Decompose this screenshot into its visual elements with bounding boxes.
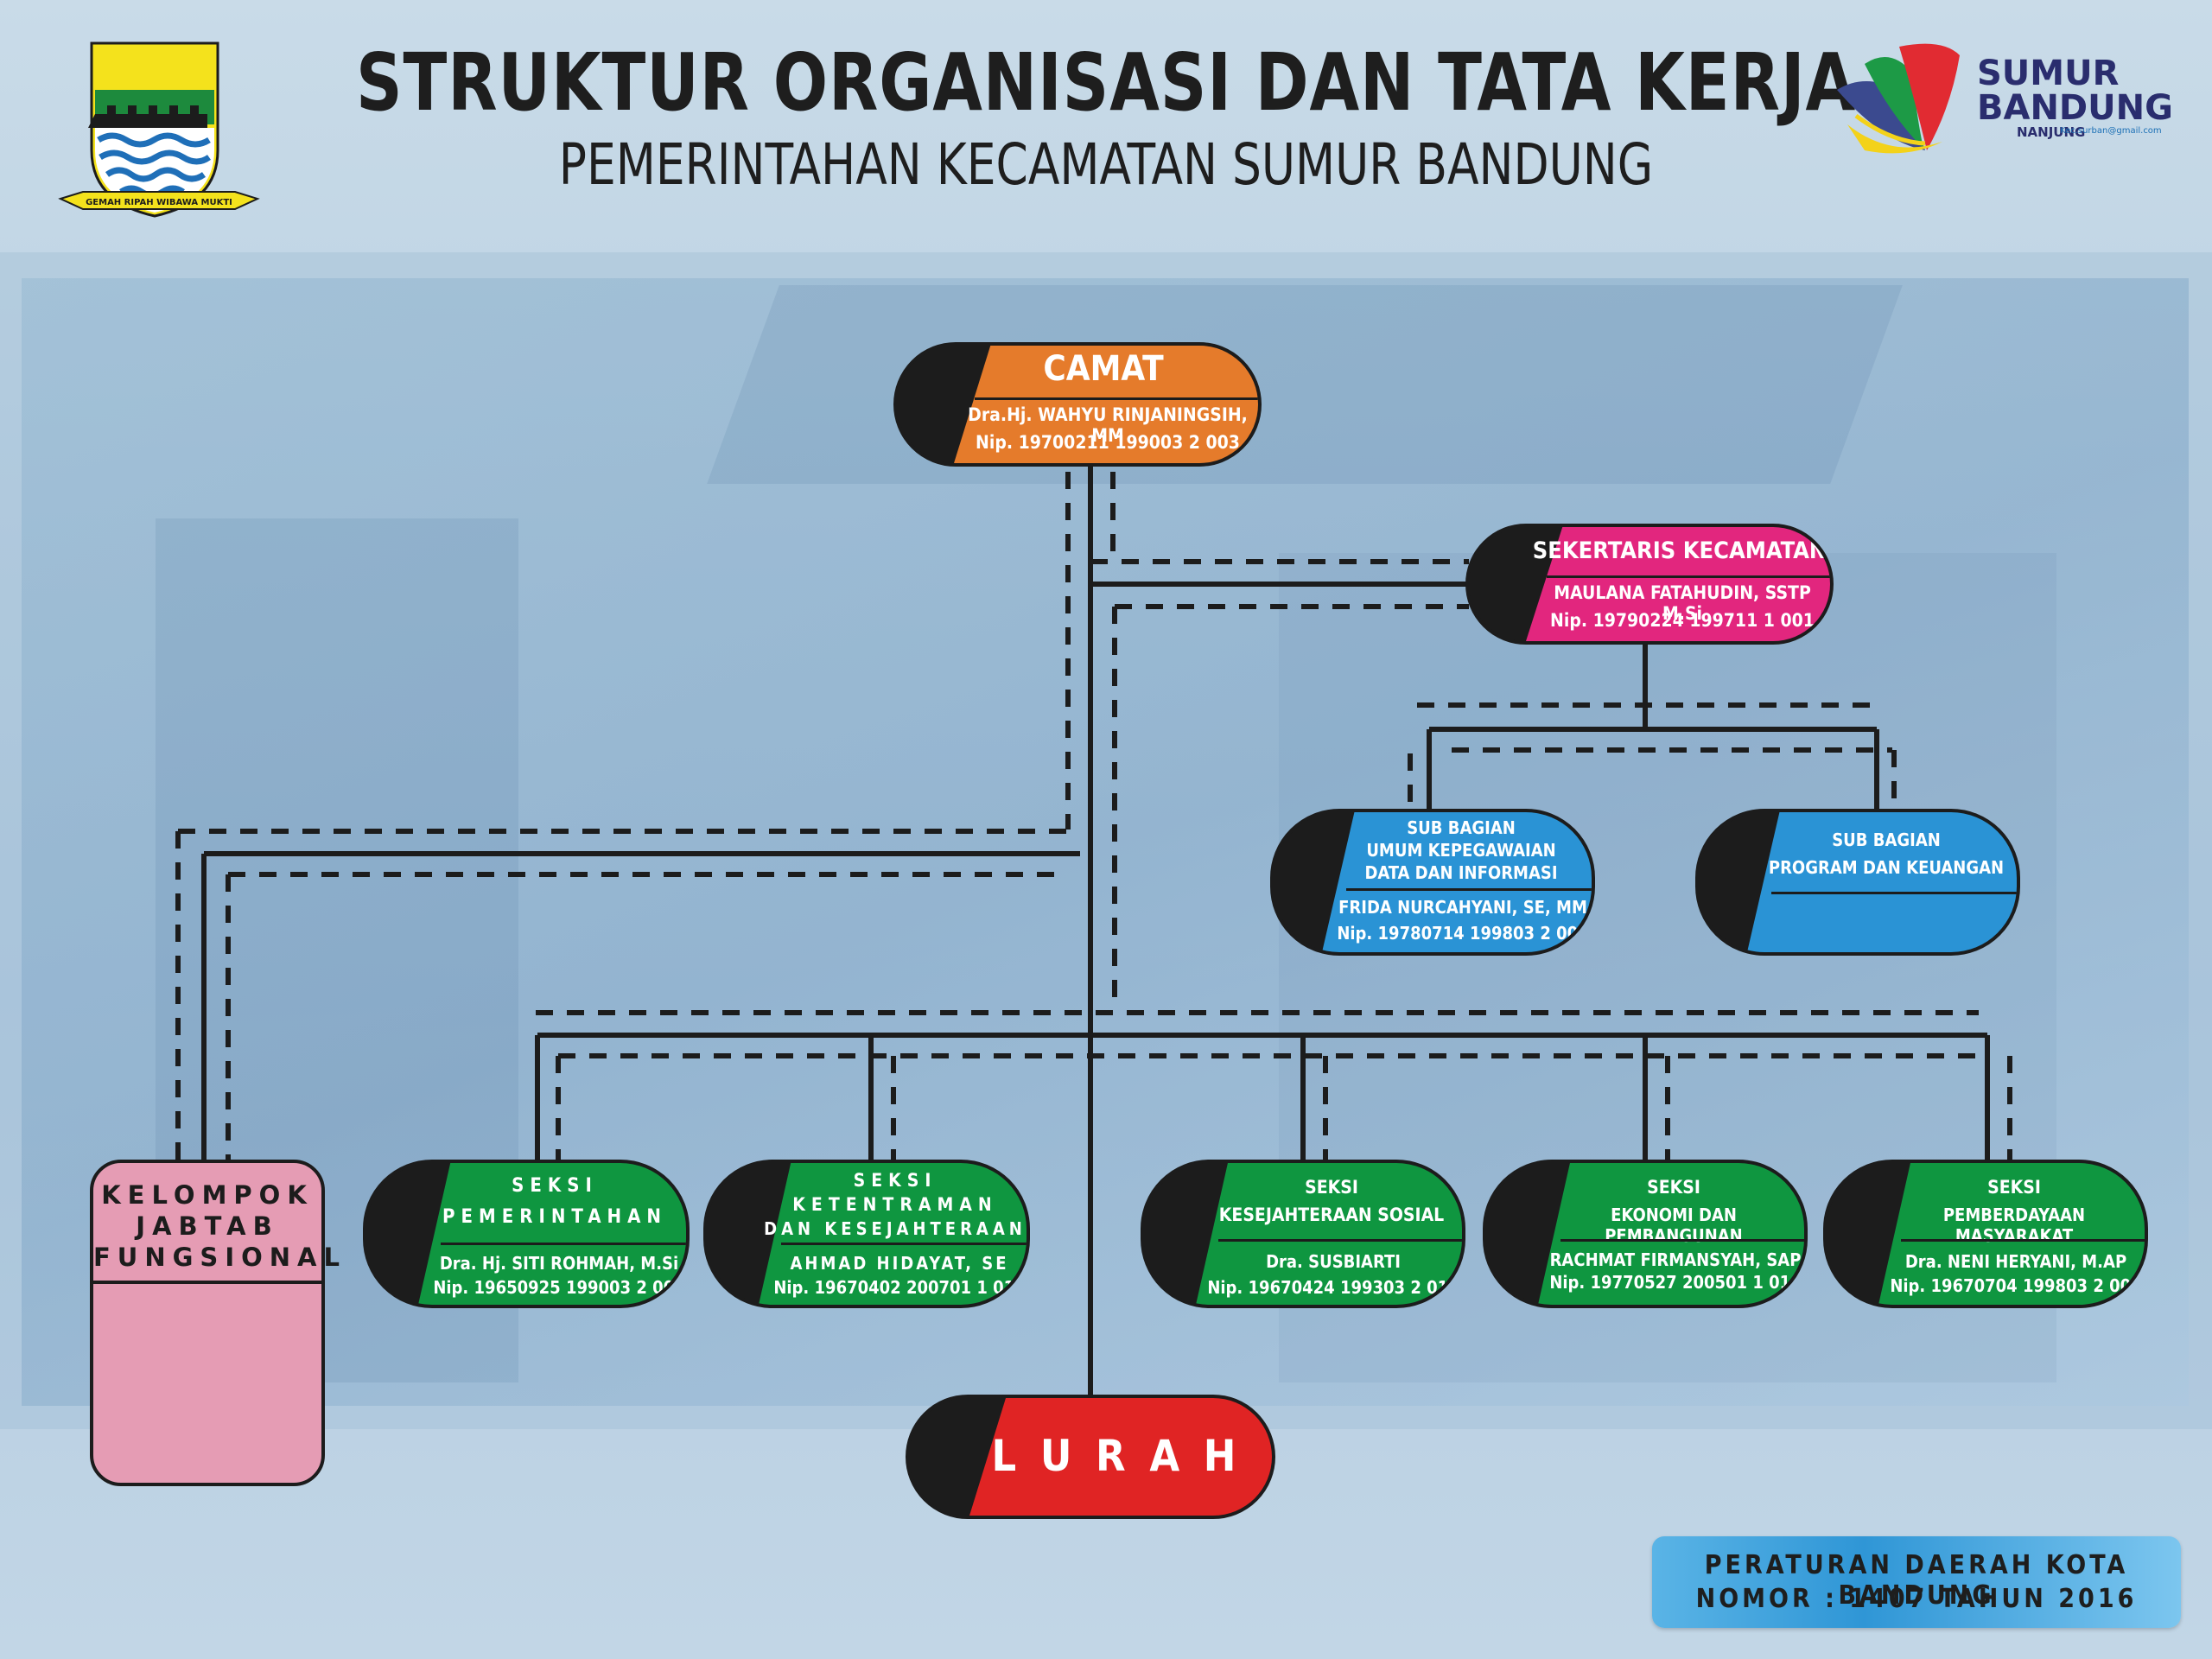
camat-title: CAMAT (1043, 349, 1164, 389)
node-lurah: L U R A H (906, 1395, 1275, 1519)
camat-name: Dra.Hj. WAHYU RINJANINGSIH, MM (968, 404, 1248, 446)
seksi-ekbang-divider (1560, 1239, 1804, 1242)
seksi-kesos-divider (1218, 1239, 1462, 1242)
seksi-kesos-title2: KESEJAHTERAAN SOSIAL (1218, 1205, 1445, 1225)
footer-line2: NOMOR : 1407 TAHUN 2016 (1695, 1584, 2138, 1614)
seksi-ekbang-title2: EKONOMI DAN PEMBANGUNAN (1605, 1205, 1743, 1246)
node-sekcam-fill (1526, 527, 1830, 641)
sekcam-name: MAULANA FATAHUDIN, SSTP M.Si (1554, 582, 1811, 624)
camat-divider (975, 397, 1258, 400)
seksi-kesos-nip: Nip. 19670424 199303 2 016 (1207, 1277, 1459, 1298)
seksi-kesos-fill (1196, 1163, 1462, 1305)
seksi-kesos-name: Dra. SUSBIARTI (1266, 1251, 1401, 1272)
seksi-ekbang-title1: SEKSI (1647, 1177, 1700, 1198)
node-kelompok-jabatan-fungsional: KELOMPOK JABTAB FUNGSIONAL (90, 1160, 346, 1486)
lurah-title: L U R A H (991, 1431, 1242, 1481)
seksi-pemerintahan-title1: SEKSI (512, 1175, 598, 1197)
kelompok-divider (93, 1281, 321, 1284)
node-camat: CAMAT Dra.Hj. WAHYU RINJANINGSIH, MM Nip… (893, 342, 1262, 467)
seksi-ketentraman-title3: DAN KESEJAHTERAAN (764, 1218, 1027, 1239)
bandung-city-crest-icon: GEMAH RIPAH WIBAWA MUKTI (58, 41, 260, 218)
seksi-ketentraman-title2: KETENTRAMAN (792, 1194, 998, 1215)
seksi-pemberdayaan-title1: SEKSI (1987, 1177, 2041, 1198)
footer-line1: PERATURAN DAERAH KOTA BANDUNG (1704, 1550, 2129, 1611)
node-subbagian-umum: SUB BAGIAN UMUM KEPEGAWAIAN DATA DAN INF… (1270, 809, 1595, 956)
kelompok-line1: KELOMPOK (101, 1180, 314, 1210)
seksi-ketentraman-fill (759, 1163, 1027, 1305)
subbag-umum-title3: DATA DAN INFORMASI (1364, 862, 1558, 883)
seksi-pemerintahan-nip: Nip. 19650925 199003 2 005 (433, 1277, 685, 1298)
page-title: STRUKTUR ORGANISASI DAN TATA KERJA (355, 36, 1857, 129)
subbag-umum-nip: Nip. 19780714 199803 2 001 (1337, 923, 1589, 944)
subbag-umum-divider (1346, 888, 1592, 891)
page-subtitle: PEMERINTAHAN KECAMATAN SUMUR BANDUNG (558, 131, 1654, 198)
node-subbag-umum-fill (1322, 812, 1592, 952)
lurah-fill (969, 1398, 1272, 1516)
seksi-pemerintahan-divider (441, 1243, 686, 1245)
seksi-pemerintahan-fill (418, 1163, 686, 1305)
kelompok-line3: FUNGSIONAL (93, 1243, 346, 1272)
seksi-pemberdayaan-title2: PEMBERDAYAAN MASYARAKAT (1942, 1205, 2086, 1246)
logo-email: Kec.surban@gmail.com (2060, 126, 2162, 136)
sekcam-title: SEKERTARIS KECAMATAN (1532, 537, 1827, 564)
kelompok-line2: JABTAB (136, 1211, 279, 1241)
logo-text-sumur: SUMUR (1977, 54, 2120, 93)
node-sekertaris-kecamatan: SEKERTARIS KECAMATAN MAULANA FATAHUDIN, … (1465, 524, 1834, 645)
seksi-kesos-title1: SEKSI (1305, 1177, 1358, 1198)
node-subbagian-program: SUB BAGIAN PROGRAM DAN KEUANGAN (1695, 809, 2020, 956)
node-seksi-kesejahteraan-sosial: SEKSI KESEJAHTERAAN SOSIAL Dra. SUSBIART… (1141, 1160, 1465, 1308)
subbag-program-title1: SUB BAGIAN (1832, 830, 1941, 850)
sekcam-divider (1547, 575, 1830, 578)
node-camat-fill (954, 346, 1258, 463)
seksi-pemerintahan-name: Dra. Hj. SITI ROHMAH, M.Si (439, 1253, 679, 1274)
sekcam-nip: Nip. 19790224 199711 1 001 (1550, 610, 1815, 631)
seksi-ekbang-nip: Nip. 19770527 200501 1 010 (1549, 1272, 1802, 1293)
footer-regulation-badge: PERATURAN DAERAH KOTA BANDUNG NOMOR : 14… (1652, 1536, 2181, 1628)
seksi-pemberdayaan-nip: Nip. 19670704 199803 2 004 (1890, 1275, 2142, 1296)
seksi-ketentraman-nip: Nip. 19670402 200701 1 016 (773, 1277, 1026, 1298)
seksi-pemberdayaan-divider (1901, 1239, 2145, 1242)
camat-nip: Nip. 19700211 199003 2 003 (976, 432, 1240, 453)
node-seksi-pemberdayaan-masyarakat: SEKSI PEMBERDAYAAN MASYARAKAT Dra. NENI … (1823, 1160, 2148, 1308)
seksi-ekbang-fill (1538, 1163, 1804, 1305)
node-seksi-ketentraman: SEKSI KETENTRAMAN DAN KESEJAHTERAAN AHMA… (703, 1160, 1030, 1308)
svg-text:GEMAH RIPAH WIBAWA MUKTI: GEMAH RIPAH WIBAWA MUKTI (86, 198, 232, 207)
subbag-program-title2: PROGRAM DAN KEUANGAN (1768, 857, 2005, 878)
subbag-umum-title2: UMUM KEPEGAWAIAN (1366, 840, 1556, 861)
subbag-program-divider (1771, 892, 2017, 894)
node-seksi-pemerintahan: SEKSI PEMERINTAHAN Dra. Hj. SITI ROHMAH,… (363, 1160, 690, 1308)
node-seksi-ekonomi-pembangunan: SEKSI EKONOMI DAN PEMBANGUNAN RACHMAT FI… (1483, 1160, 1808, 1308)
logo-text-nanjung: NANJUNG (2017, 124, 2086, 140)
node-subbag-program-fill (1747, 812, 2017, 952)
seksi-ketentraman-title1: SEKSI (853, 1170, 938, 1191)
seksi-pemberdayaan-fill (1878, 1163, 2145, 1305)
subbag-umum-name: FRIDA NURCAHYANI, SE, MM (1338, 897, 1587, 918)
sumur-bandung-logo-icon (1837, 43, 1960, 154)
seksi-ketentraman-divider (781, 1243, 1027, 1245)
seksi-ketentraman-name: AHMAD HIDAYAT, SE (790, 1253, 1009, 1274)
seksi-ekbang-name: RACHMAT FIRMANSYAH, SAP (1549, 1249, 1802, 1270)
seksi-pemberdayaan-name: Dra. NENI HERYANI, M.AP (1904, 1251, 2127, 1272)
logo-text-bandung: BANDUNG (1977, 88, 2173, 128)
subbag-umum-title1: SUB BAGIAN (1407, 817, 1516, 838)
seksi-pemerintahan-title2: PEMERINTAHAN (442, 1206, 667, 1228)
